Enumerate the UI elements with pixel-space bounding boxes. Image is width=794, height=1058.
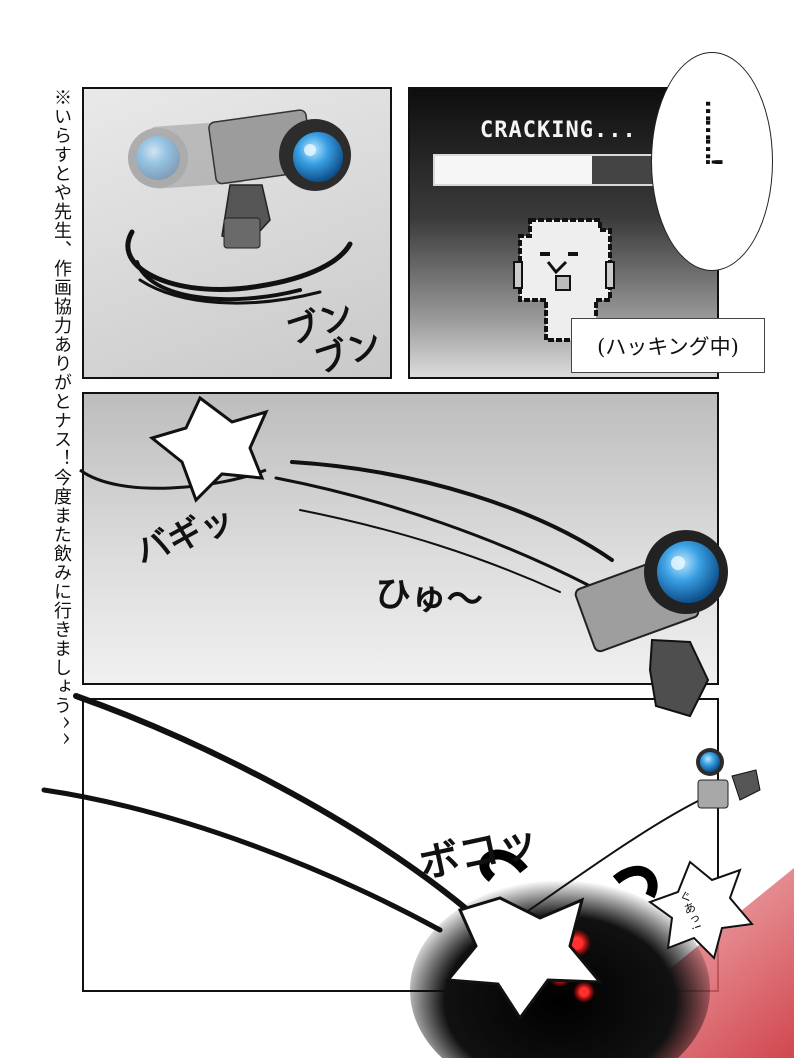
side-note: ※いらすとや先生、作画協力ありがとナス！今度また飲みに行きましょう^^ <box>51 88 72 748</box>
hacking-caption-text: (ハッキング中) <box>597 334 739 359</box>
cracking-heading: CRACKING... <box>480 118 637 143</box>
panel-4-impact <box>82 698 719 992</box>
speech-text: ………! <box>700 100 725 165</box>
progress-bar-fill <box>435 156 592 184</box>
speech-bubble <box>651 52 773 271</box>
progress-bar <box>433 154 655 186</box>
sfx-hyu: ひゅ〜 <box>373 573 485 622</box>
hacking-caption: (ハッキング中) <box>571 318 765 373</box>
